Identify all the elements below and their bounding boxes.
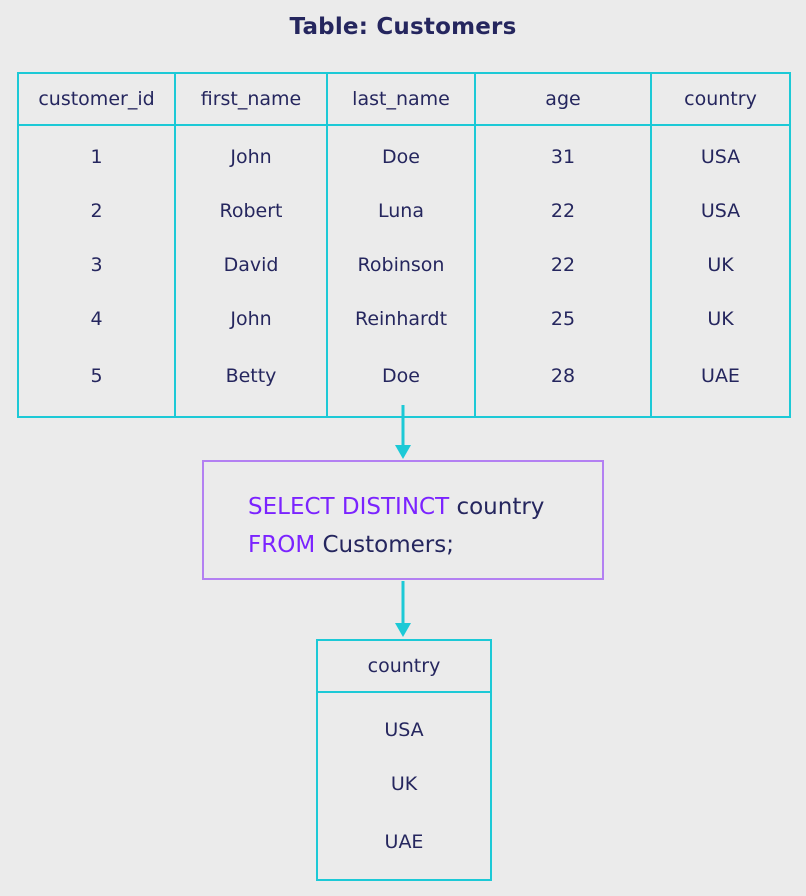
table-row: UK bbox=[316, 757, 492, 811]
column-header-first-name: first_name bbox=[174, 72, 328, 126]
query-line-select: SELECT DISTINCT country bbox=[248, 488, 602, 526]
table-cell: UK bbox=[650, 292, 791, 346]
table-cell: John bbox=[174, 125, 328, 184]
sql-table-name: Customers; bbox=[322, 532, 454, 558]
table-cell: David bbox=[174, 238, 328, 292]
column-header-last-name: last_name bbox=[326, 72, 476, 126]
result-table: country USA UK UAE bbox=[316, 639, 492, 881]
table-row: 3 David Robinson 22 UK bbox=[17, 238, 791, 292]
table-cell: USA bbox=[650, 184, 791, 238]
table-cell: Betty bbox=[174, 346, 328, 418]
table-cell: UK bbox=[650, 238, 791, 292]
table-cell: Robinson bbox=[326, 238, 476, 292]
table-header-row: customer_id first_name last_name age cou… bbox=[17, 72, 791, 126]
table-cell: UAE bbox=[650, 346, 791, 418]
sql-keyword-from: FROM bbox=[248, 532, 316, 558]
table-cell: 25 bbox=[474, 292, 652, 346]
table-cell: Luna bbox=[326, 184, 476, 238]
table-row: USA bbox=[316, 692, 492, 757]
table-cell: UK bbox=[316, 757, 492, 811]
table-cell: USA bbox=[316, 692, 492, 757]
column-header-customer-id: customer_id bbox=[17, 72, 176, 126]
table-row: 1 John Doe 31 USA bbox=[17, 125, 791, 184]
table-cell: Reinhardt bbox=[326, 292, 476, 346]
table-cell: 5 bbox=[17, 346, 176, 418]
table-cell: 28 bbox=[474, 346, 652, 418]
table-cell: Robert bbox=[174, 184, 328, 238]
table-cell: 3 bbox=[17, 238, 176, 292]
table-cell: 22 bbox=[474, 184, 652, 238]
diagram-title: Table: Customers bbox=[289, 14, 517, 40]
table-cell: 2 bbox=[17, 184, 176, 238]
query-line-from: FROM Customers; bbox=[248, 526, 602, 564]
sql-keyword-select-distinct: SELECT DISTINCT bbox=[248, 494, 450, 520]
table-cell: 31 bbox=[474, 125, 652, 184]
customers-table: customer_id first_name last_name age cou… bbox=[17, 72, 791, 418]
sql-query-box: SELECT DISTINCT country FROM Customers; bbox=[202, 460, 604, 580]
table-row: 5 Betty Doe 28 UAE bbox=[17, 346, 791, 418]
arrow-down-icon bbox=[395, 405, 411, 459]
table-cell: Doe bbox=[326, 346, 476, 418]
column-header-country: country bbox=[650, 72, 791, 126]
table-cell: UAE bbox=[316, 811, 492, 881]
table-cell: 1 bbox=[17, 125, 176, 184]
column-header-country: country bbox=[316, 639, 492, 693]
table-row: UAE bbox=[316, 811, 492, 881]
table-row: 2 Robert Luna 22 USA bbox=[17, 184, 791, 238]
table-cell: 4 bbox=[17, 292, 176, 346]
table-cell: USA bbox=[650, 125, 791, 184]
table-header-row: country bbox=[316, 639, 492, 693]
arrow-down-icon bbox=[395, 581, 411, 637]
table-cell: John bbox=[174, 292, 328, 346]
sql-column-name: country bbox=[456, 494, 545, 520]
column-header-age: age bbox=[474, 72, 652, 126]
table-cell: Doe bbox=[326, 125, 476, 184]
table-cell: 22 bbox=[474, 238, 652, 292]
table-row: 4 John Reinhardt 25 UK bbox=[17, 292, 791, 346]
